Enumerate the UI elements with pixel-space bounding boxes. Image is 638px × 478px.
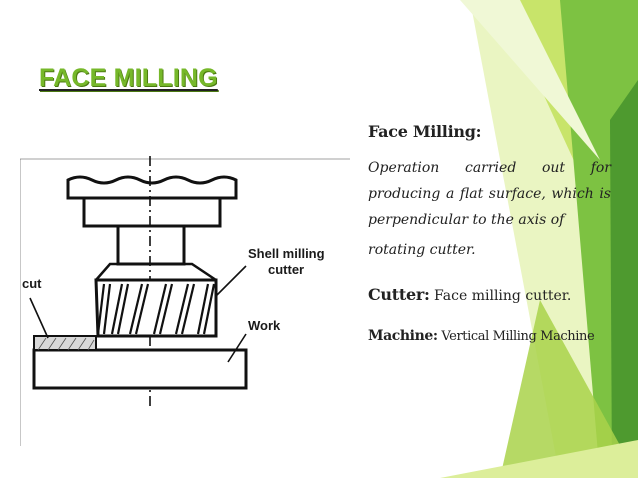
section-heading: Face Milling: [368, 122, 482, 141]
label-shell-milling: Shell milling [248, 246, 325, 261]
spindle-body [82, 196, 222, 228]
face-milling-diagram: Shell milling cutter Work cut [20, 156, 350, 446]
cutter-top-step [95, 262, 217, 282]
machine-line: Machine: Vertical Milling Machine [368, 328, 611, 344]
cut-area [33, 335, 97, 351]
label-cut: cut [22, 276, 42, 291]
arbor [116, 224, 186, 266]
deco-dark-wedge [610, 80, 638, 478]
deco-bottom-triangle [500, 300, 638, 478]
leader-work [227, 333, 247, 363]
machine-label: Machine: [368, 328, 438, 344]
machine-value: Vertical Milling Machine [441, 329, 595, 344]
deco-top-strip [460, 0, 600, 160]
cutter-value: Face milling cutter. [434, 288, 572, 304]
cutter-line: Cutter: Face milling cutter. [368, 285, 611, 304]
deco-bottom-strip [440, 440, 638, 478]
label-work: Work [248, 318, 281, 333]
operation-text-tail: rotating cutter. [368, 242, 476, 258]
workpiece [32, 348, 248, 390]
page-title: FACE MILLING [39, 64, 218, 92]
spindle-head [66, 175, 238, 200]
cutter-label: Cutter: [368, 285, 430, 304]
leader-cut [29, 297, 49, 339]
description-panel: Face Milling: Operation carried out for … [368, 122, 611, 344]
cutter-teeth [96, 283, 216, 335]
operation-text: Operation carried out for producing a fl… [368, 160, 611, 228]
cut-hatch [37, 337, 95, 351]
leader-shell-cutter [215, 265, 247, 297]
label-cutter: cutter [268, 262, 304, 277]
